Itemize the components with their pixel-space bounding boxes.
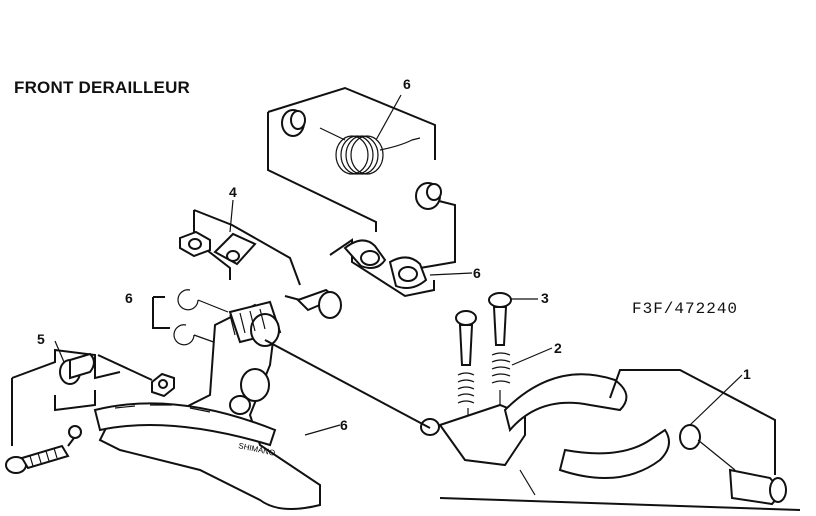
shim-nut xyxy=(151,372,175,398)
callout-body-6: 6 xyxy=(340,417,348,433)
adjust-screws xyxy=(455,292,553,425)
bushing-right xyxy=(415,182,442,210)
clamp-band xyxy=(420,369,801,511)
bushing-left xyxy=(281,109,306,137)
diagram-title: FRONT DERAILLEUR xyxy=(14,78,191,97)
limit-screw-left xyxy=(5,444,70,474)
derailleur-body: SHIMANO xyxy=(93,300,341,510)
shim-group xyxy=(5,340,175,474)
callout-1: 1 xyxy=(743,366,751,382)
callout-link-6: 6 xyxy=(473,265,481,281)
callout-4: 4 xyxy=(229,184,237,200)
callout-clips-6: 6 xyxy=(125,290,133,306)
part-code: F3F/472240 xyxy=(632,300,739,318)
clip-group xyxy=(152,289,229,346)
pivot-link-group xyxy=(329,238,473,298)
callout-5: 5 xyxy=(37,331,45,347)
spring-assembly-group xyxy=(267,86,456,269)
torsion-spring xyxy=(319,127,421,175)
callout-spring-6: 6 xyxy=(403,76,411,92)
callout-2: 2 xyxy=(554,340,562,356)
pivot-bolt xyxy=(284,288,342,319)
shim-bushing xyxy=(59,352,95,385)
nut-washer-group xyxy=(179,199,301,286)
callout-3: 3 xyxy=(541,290,549,306)
